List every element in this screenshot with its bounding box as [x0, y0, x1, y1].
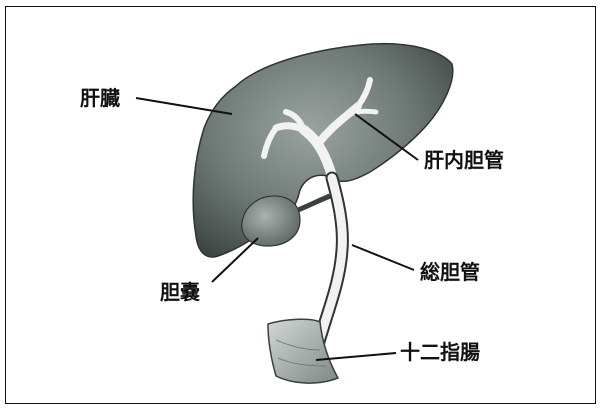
cystic-duct [298, 196, 330, 210]
label-intrahepatic-bile-duct: 肝内胆管 [424, 150, 504, 170]
label-common-bile-duct: 総胆管 [420, 262, 480, 282]
label-liver: 肝臓 [80, 88, 120, 108]
leader-line-common-bile-duct [352, 245, 414, 270]
label-gallbladder: 胆嚢 [160, 282, 200, 302]
label-duodenum: 十二指腸 [400, 342, 480, 362]
